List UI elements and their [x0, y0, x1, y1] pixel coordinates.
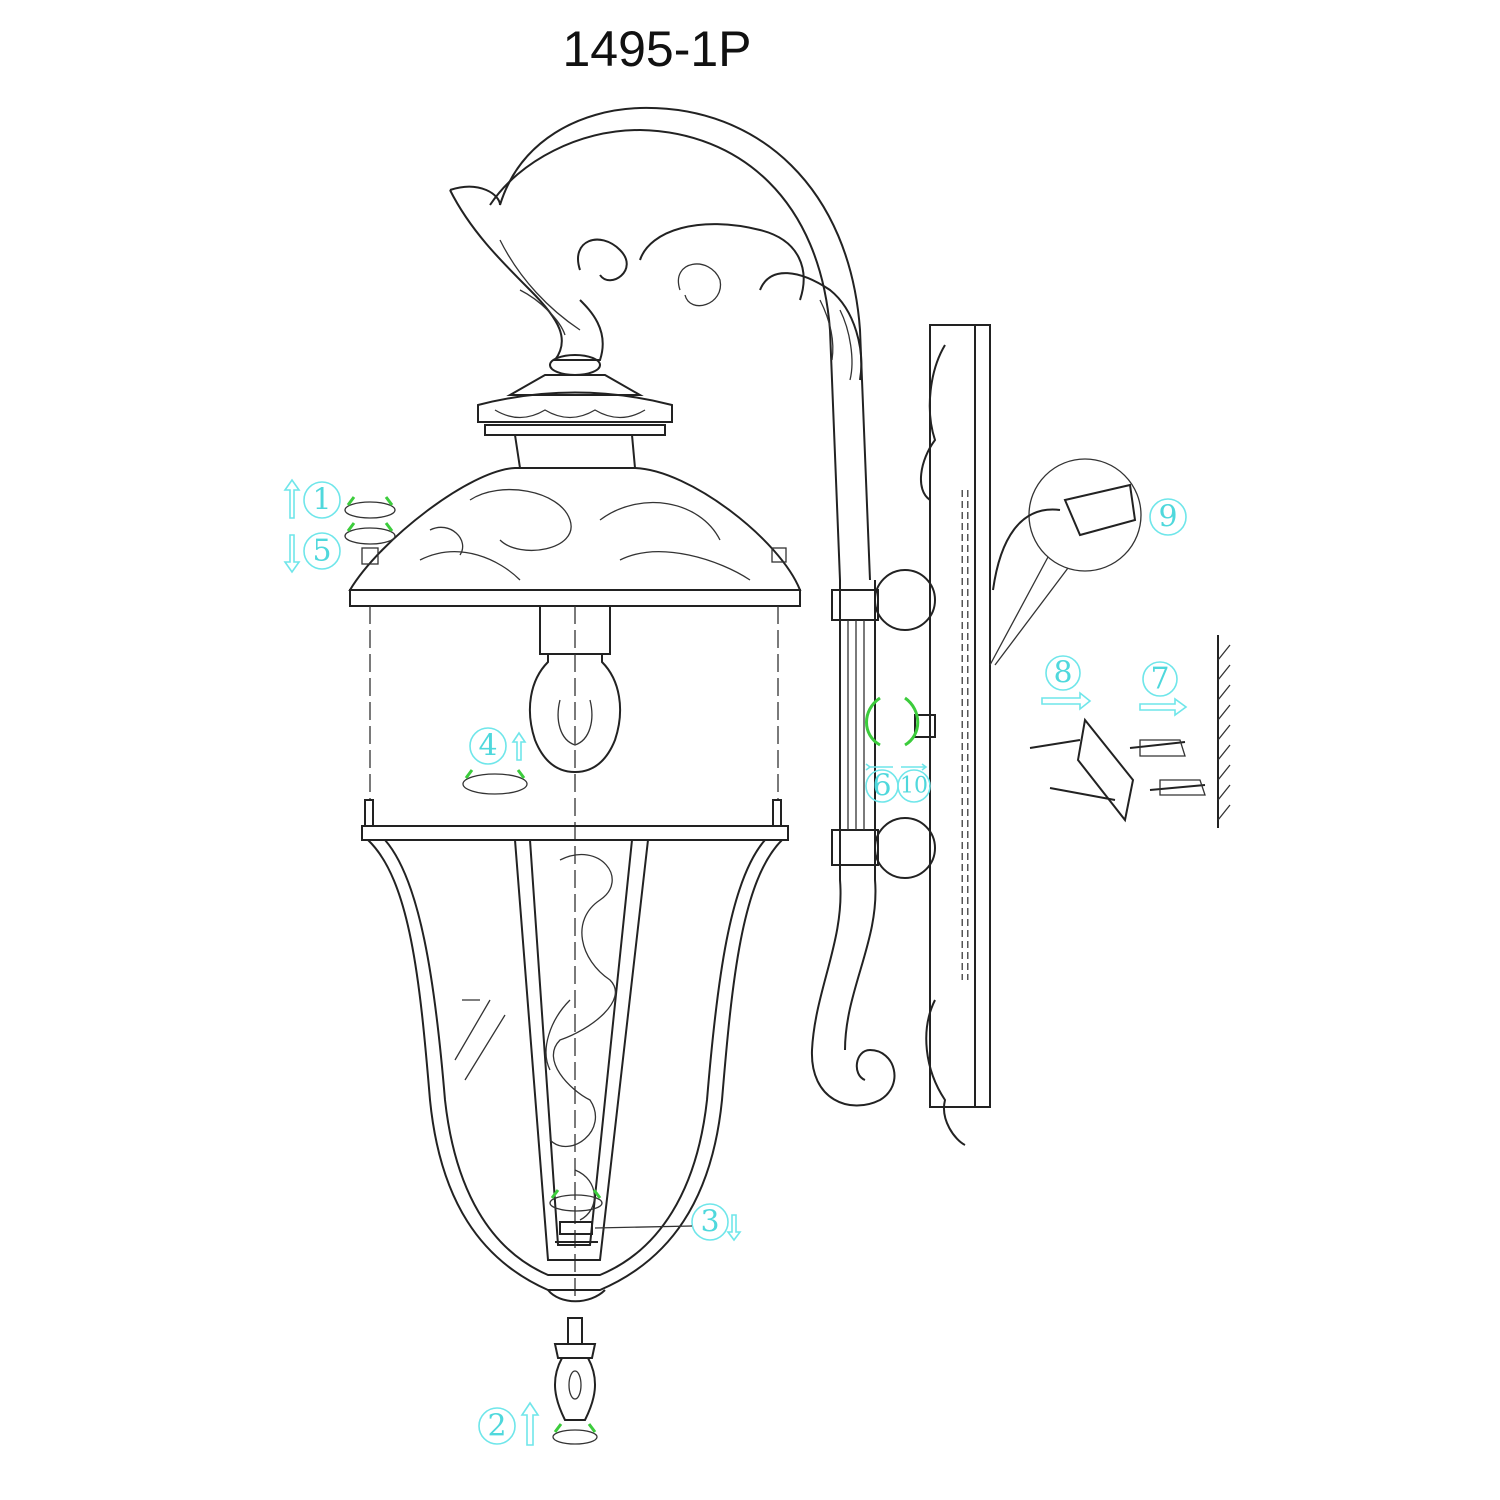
- step-label-5: 5: [303, 532, 341, 570]
- wall: [1217, 635, 1231, 828]
- svg-text:1: 1: [312, 483, 331, 518]
- svg-text:2: 2: [487, 1409, 506, 1444]
- lamp-canopy: [348, 374, 802, 607]
- curved-arm: [449, 106, 871, 581]
- rotate-arrow-icons: [344, 496, 920, 1445]
- direction-arrows: [283, 478, 1188, 1446]
- svg-text:9: 9: [1158, 500, 1177, 535]
- svg-text:5: 5: [312, 534, 331, 569]
- mounting-hardware: [1029, 717, 1206, 823]
- bottom-finial: [553, 1317, 597, 1421]
- wall-bracket: [810, 324, 991, 1146]
- glass-housing: [361, 799, 789, 1303]
- step-label-3: 3: [594, 1203, 729, 1241]
- step-label-4: 4: [469, 727, 507, 765]
- svg-text:8: 8: [1053, 656, 1072, 691]
- step-label-1: 1: [303, 481, 341, 519]
- step-label-10: 10: [897, 769, 931, 803]
- svg-text:7: 7: [1150, 662, 1169, 697]
- wiring-detail-inset: [989, 458, 1142, 666]
- svg-text:10: 10: [900, 774, 928, 799]
- step-label-8: 8: [1045, 655, 1081, 691]
- model-number-title: 1495-1P: [562, 21, 751, 77]
- step-label-7: 7: [1142, 661, 1178, 697]
- svg-text:3: 3: [700, 1205, 719, 1240]
- svg-text:4: 4: [478, 729, 497, 764]
- step-label-6: 6: [865, 769, 899, 804]
- step-label-9: 9: [1149, 498, 1187, 536]
- svg-text:6: 6: [872, 769, 891, 804]
- step-label-2: 2: [478, 1407, 516, 1445]
